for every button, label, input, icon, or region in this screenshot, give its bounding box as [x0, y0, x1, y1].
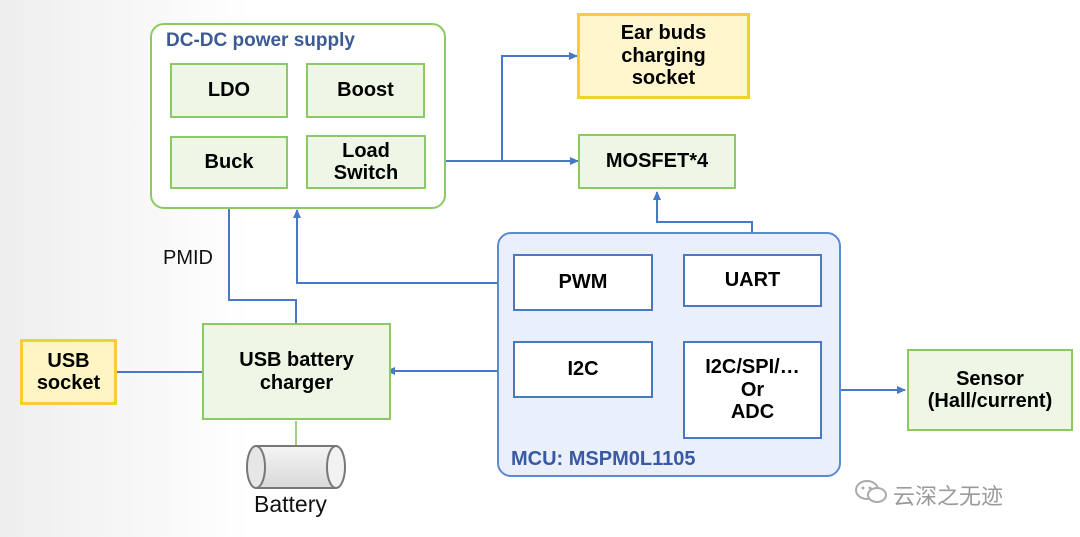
charger-line2: charger: [259, 371, 334, 394]
boost-block: Boost: [306, 63, 425, 118]
sensor-line1: Sensor: [956, 367, 1024, 390]
battery-label: Battery: [254, 491, 327, 517]
pwm-block: PWM: [513, 254, 653, 311]
usb-socket-line1: USB: [47, 349, 90, 372]
sensor-line2: (Hall/current): [927, 390, 1053, 412]
usb-socket: USB socket: [20, 339, 117, 405]
charger-line1: USB battery: [239, 349, 354, 372]
i2c-block: I2C: [513, 341, 653, 398]
buck-block: Buck: [170, 136, 288, 189]
watermark-text: 云深之无迹: [893, 484, 1004, 509]
power-supply-title: DC-DC power supply: [166, 30, 355, 51]
usb-socket-line2: socket: [36, 372, 101, 394]
wechat-icon: [855, 480, 887, 503]
earbuds-line2: charging: [621, 44, 706, 67]
load-switch-line1: Load: [342, 139, 390, 162]
battery-icon: [246, 445, 346, 489]
pmid-label: PMID: [163, 247, 213, 269]
ldo-block: LDO: [170, 63, 288, 118]
load-switch-block: Load Switch: [306, 135, 426, 189]
wire-buck-charger: [228, 188, 297, 323]
earbuds-line3: socket: [631, 67, 696, 90]
sensor-block: Sensor (Hall/current): [907, 349, 1073, 431]
usb-battery-charger: USB battery charger: [202, 323, 391, 420]
mcu-title: MCU: MSPM0L1105: [511, 448, 696, 470]
uart-block: UART: [683, 254, 822, 307]
periph-line2: Or: [740, 378, 765, 401]
load-switch-line2: Switch: [333, 162, 399, 184]
mosfet-block: MOSFET*4: [578, 134, 736, 189]
wire-pwm-power: [293, 209, 513, 284]
earbuds-charging-socket: Ear buds charging socket: [577, 13, 750, 99]
earbuds-line1: Ear buds: [620, 22, 707, 45]
wire-to-earbuds: [501, 52, 578, 161]
peripheral-interface-block: I2C/SPI/… Or ADC: [683, 341, 822, 439]
periph-line3: ADC: [730, 401, 775, 424]
periph-line1: I2C/SPI/…: [705, 356, 800, 379]
